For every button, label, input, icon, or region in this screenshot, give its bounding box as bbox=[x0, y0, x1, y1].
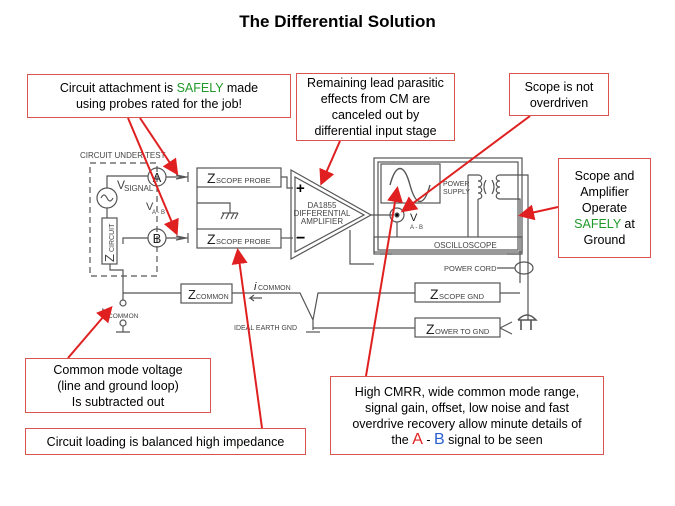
ground-line: at bbox=[620, 217, 635, 231]
ground-line: Ground bbox=[583, 233, 626, 247]
v-ab-left-label: V bbox=[146, 201, 154, 213]
z-scope-gnd-sub: SCOPE GND bbox=[439, 292, 485, 301]
callout-ground: Scope and Amplifier Operate SAFELY at Gr… bbox=[558, 158, 651, 258]
probe-a-label: Z bbox=[207, 170, 216, 186]
z-power-gnd-sub: OWER TO GND bbox=[435, 327, 490, 336]
z-circuit-sub: CIRCUIT bbox=[109, 223, 116, 252]
arrow-to-scope-chassis bbox=[518, 204, 559, 221]
arrow-to-screen bbox=[365, 186, 403, 377]
cmrr-line: signal gain, offset, low noise and fast bbox=[364, 400, 570, 415]
z-common-label: Z bbox=[188, 287, 196, 302]
overdriven-line: Scope is not bbox=[524, 79, 594, 94]
common-mode-line: Is subtracted out bbox=[71, 394, 165, 409]
circuit-under-test-label: CIRCUIT UNDER TEST bbox=[80, 151, 166, 160]
z-common-box bbox=[180, 283, 233, 304]
common-mode-line: Common mode voltage bbox=[53, 362, 183, 377]
overdriven-line: overdriven bbox=[529, 95, 589, 110]
power-supply-label-2: SUPPLY bbox=[443, 189, 470, 196]
v-signal-sub: SIGNAL bbox=[124, 184, 154, 193]
cmrr-text: the bbox=[391, 432, 413, 447]
common-mode-line: (line and ground loop) bbox=[57, 378, 179, 393]
signal-b-highlight: B bbox=[433, 430, 445, 448]
cmrr-text-end: signal to be seen bbox=[444, 432, 543, 447]
callout-overdriven: Scope is not overdriven bbox=[509, 73, 609, 116]
cmrr-line: High CMRR, wide common mode range, bbox=[354, 384, 580, 399]
safely-highlight: SAFELY bbox=[574, 217, 621, 231]
arrow-to-amplifier bbox=[319, 140, 341, 186]
arrow-to-probe-a bbox=[139, 117, 179, 176]
callout-parasitic: Remaining lead parasitic effects from CM… bbox=[296, 73, 455, 141]
arrow-to-probe-impedance bbox=[231, 248, 263, 429]
callout-attachment: Circuit attachment is SAFELY made using … bbox=[27, 74, 291, 118]
amp-minus: − bbox=[296, 230, 305, 247]
ideal-earth-gnd-label: IDEAL EARTH GND bbox=[234, 325, 297, 332]
probe-b-sub: SCOPE PROBE bbox=[216, 237, 271, 246]
safely-highlight: SAFELY bbox=[176, 81, 224, 95]
attachment-line2: using probes rated for the job! bbox=[75, 97, 243, 111]
v-ab-scope-sub: A - B bbox=[410, 225, 423, 231]
amp-label-amplifier: AMPLIFIER bbox=[301, 217, 343, 226]
oscilloscope-box bbox=[373, 157, 523, 255]
v-signal-label: V bbox=[117, 178, 125, 192]
loading-text: Circuit loading is balanced high impedan… bbox=[46, 434, 285, 449]
slide-title: The Differential Solution bbox=[239, 12, 436, 31]
callout-common-mode: Common mode voltage (line and ground loo… bbox=[25, 358, 211, 413]
ground-line: Operate bbox=[581, 201, 628, 215]
amp-label-model: DA1855 bbox=[308, 201, 337, 210]
callout-cmrr: High CMRR, wide common mode range, signa… bbox=[330, 376, 604, 455]
signal-a-highlight: A bbox=[412, 430, 423, 448]
ground-line: Scope and bbox=[574, 169, 635, 183]
probe-b-label: Z bbox=[207, 231, 216, 247]
callout-loading: Circuit loading is balanced high impedan… bbox=[25, 428, 306, 455]
arrow-to-common bbox=[67, 305, 113, 359]
z-scope-gnd-label: Z bbox=[430, 286, 439, 302]
ground-line: Amplifier bbox=[580, 185, 629, 199]
amp-label-type: DIFFERENTIAL bbox=[294, 209, 351, 218]
cmrr-dash: - bbox=[422, 432, 434, 447]
attachment-text-end: made bbox=[223, 81, 259, 95]
v-ab-scope-label: V bbox=[410, 212, 418, 224]
z-common-sub: COMMON bbox=[196, 294, 229, 301]
amp-plus: + bbox=[296, 180, 305, 197]
parasitic-line: Remaining lead parasitic bbox=[307, 76, 444, 90]
attachment-text: Circuit attachment is bbox=[59, 81, 177, 95]
power-cord-label: POWER CORD bbox=[444, 264, 497, 273]
parasitic-line: canceled out by bbox=[331, 108, 420, 122]
amplifier-triangle bbox=[290, 168, 373, 261]
arrow-to-scope-output bbox=[400, 115, 531, 213]
z-circuit-label: Z bbox=[102, 254, 117, 262]
parasitic-line: effects from CM are bbox=[320, 92, 431, 106]
cmrr-line: overdrive recovery allow minute details … bbox=[352, 416, 582, 431]
i-common-label: i bbox=[254, 281, 257, 293]
probe-a-sub: SCOPE PROBE bbox=[216, 176, 271, 185]
node-b-label: B bbox=[153, 231, 162, 246]
v-common-sub: COMMON bbox=[108, 313, 139, 320]
arrow-to-probe-b bbox=[127, 117, 179, 236]
oscilloscope-label: OSCILLOSCOPE bbox=[434, 241, 497, 250]
power-supply-label: POWER bbox=[443, 181, 469, 188]
v-ab-left-sub: A - B bbox=[152, 210, 165, 216]
z-power-gnd-label: Z bbox=[426, 321, 435, 337]
parasitic-line: differential input stage bbox=[314, 124, 437, 138]
node-a-label: A bbox=[153, 170, 162, 185]
i-common-sub: COMMON bbox=[258, 285, 291, 292]
